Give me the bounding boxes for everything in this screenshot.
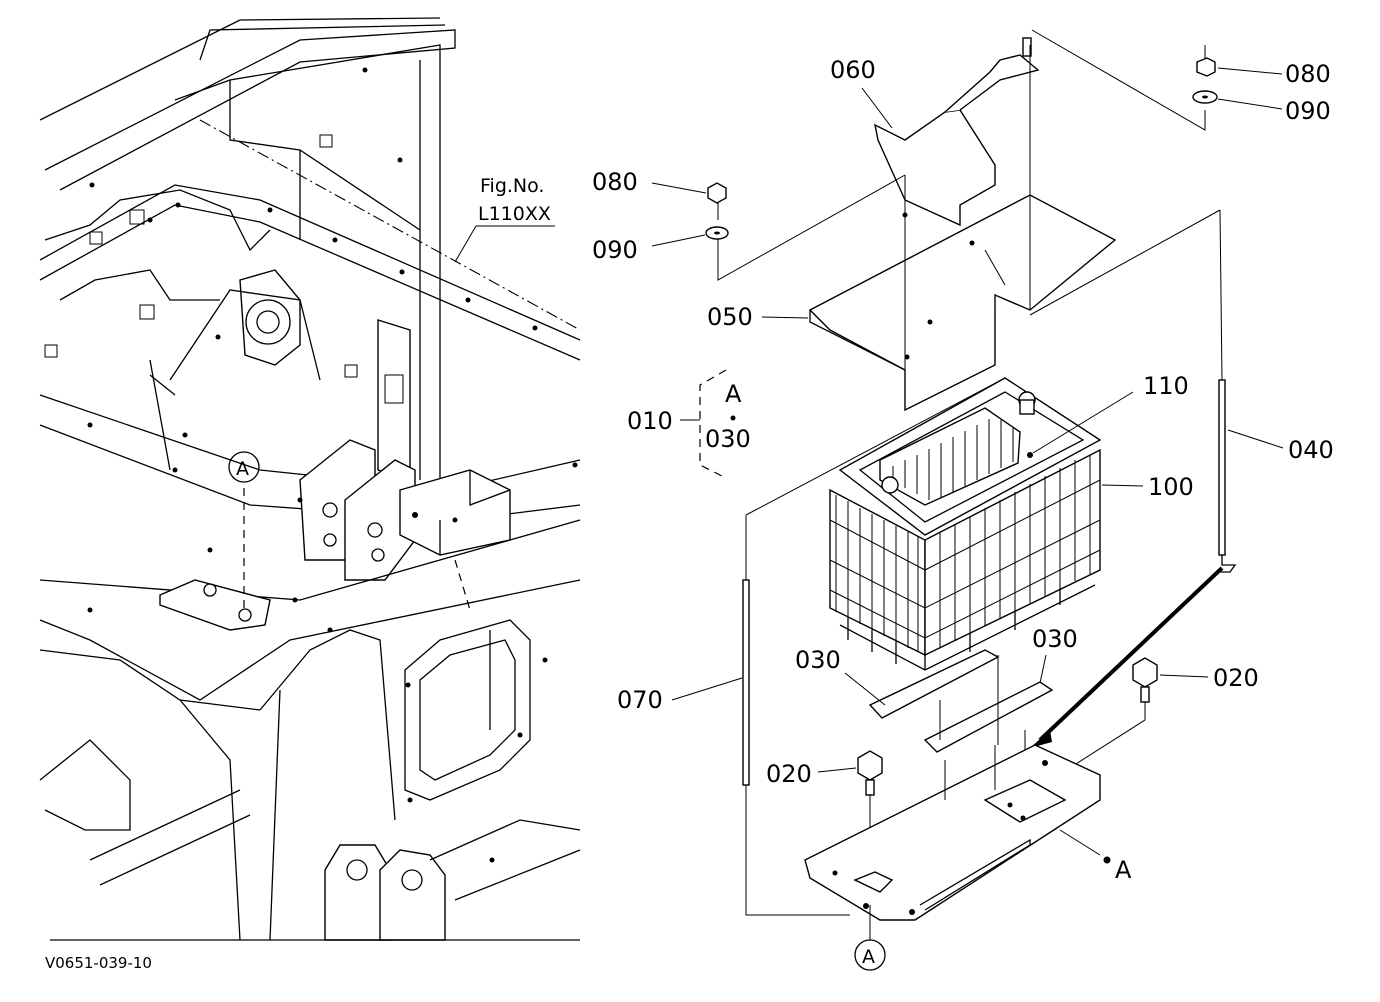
callout-a-left: A <box>228 451 260 483</box>
figure-ref-line2: L110XX <box>478 203 551 225</box>
label-060: 060 <box>830 56 876 84</box>
figure-reference: Fig.No. L110XX <box>454 175 555 263</box>
part-030-pad-right <box>923 681 1054 753</box>
label-040: 040 <box>1288 436 1334 464</box>
part-040-rod <box>1030 379 1237 748</box>
label-100: 100 <box>1148 473 1194 501</box>
frame-assembly-drawing <box>39 17 581 941</box>
label-090-top: 090 <box>1285 97 1331 125</box>
label-080-left: 080 <box>592 168 638 196</box>
label-080-top: 080 <box>1285 60 1331 88</box>
label-020-left: 020 <box>766 760 812 788</box>
part-060-bracket <box>874 37 1040 227</box>
label-030-right: 030 <box>1032 625 1078 653</box>
label-030-left: 030 <box>795 646 841 674</box>
svg-text:A: A <box>862 946 875 968</box>
ref-a-point-label: A <box>1115 856 1132 884</box>
part-100-battery <box>829 377 1102 671</box>
group-010-part: 030 <box>705 425 751 453</box>
battery-side-ribs <box>829 455 1101 652</box>
part-020-bolt-right <box>1034 657 1158 791</box>
part-090-top-washer <box>1192 90 1218 104</box>
battery-mount-plate <box>804 655 1101 921</box>
figure-ref-line1: Fig.No. <box>480 175 544 197</box>
part-050-cover <box>808 194 1117 412</box>
drawing-id: V0651-039-10 <box>45 954 152 972</box>
label-070: 070 <box>617 686 663 714</box>
part-labels: 060 080 090 080 090 050 110 040 100 070 … <box>592 56 1334 788</box>
label-110: 110 <box>1143 372 1189 400</box>
label-050: 050 <box>707 303 753 331</box>
frame-holes <box>87 67 578 863</box>
part-080-top-nut <box>1196 57 1216 77</box>
group-010-label: 010 <box>627 407 673 435</box>
part-030-pad-left <box>868 649 1000 719</box>
part-080-left-nut <box>707 182 727 204</box>
group-010: 010 A 030 <box>627 369 751 479</box>
callout-a-bottom: A <box>854 905 886 971</box>
battery-top-hatch <box>892 419 1014 500</box>
svg-text:A: A <box>236 458 249 480</box>
group-010-a: A <box>725 380 742 408</box>
part-090-left-washer <box>705 226 729 240</box>
part-070-rod <box>742 377 1006 916</box>
label-020-right: 020 <box>1213 664 1259 692</box>
label-090-left: 090 <box>592 236 638 264</box>
